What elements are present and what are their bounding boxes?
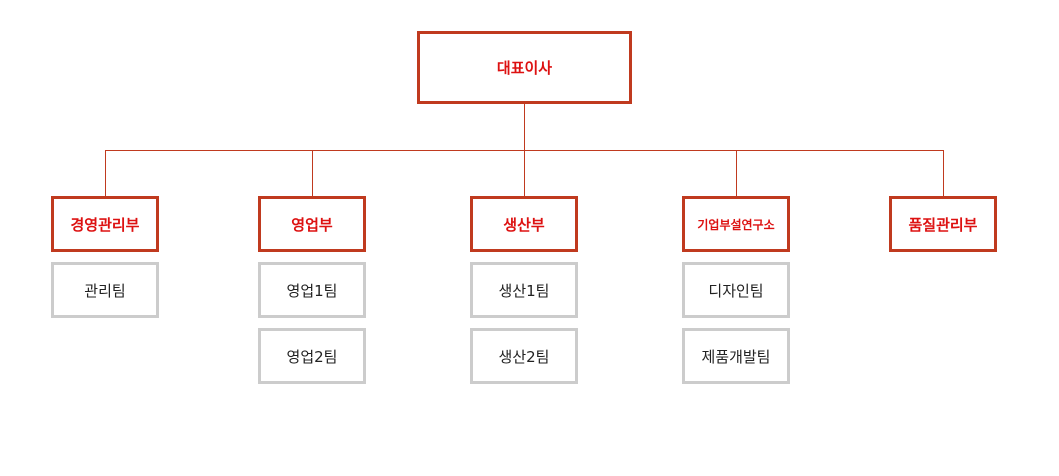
ceo-connector [524, 104, 525, 150]
dept-connector-5 [943, 150, 944, 196]
ceo-box: 대표이사 [417, 31, 632, 104]
dept-label: 생산부 [503, 215, 545, 234]
team-box: 영업2팀 [258, 328, 366, 384]
dept-quality: 품질관리부 [889, 196, 997, 252]
dept-research: 기업부설연구소 [682, 196, 790, 252]
dept-sales: 영업부 [258, 196, 366, 252]
team-box: 제품개발팀 [682, 328, 790, 384]
dept-label: 품질관리부 [908, 215, 978, 234]
dept-connector-4 [736, 150, 737, 196]
team-box: 영업1팀 [258, 262, 366, 318]
team-label: 디자인팀 [708, 281, 764, 300]
team-label: 생산1팀 [498, 281, 550, 300]
dept-management: 경영관리부 [51, 196, 159, 252]
team-label: 생산2팀 [498, 347, 550, 366]
team-label: 영업1팀 [286, 281, 338, 300]
team-box: 생산1팀 [470, 262, 578, 318]
dept-label: 영업부 [291, 215, 333, 234]
dept-production: 생산부 [470, 196, 578, 252]
team-label: 영업2팀 [286, 347, 338, 366]
team-box: 디자인팀 [682, 262, 790, 318]
ceo-label: 대표이사 [496, 59, 553, 77]
dept-label: 경영관리부 [70, 215, 140, 234]
team-label: 제품개발팀 [701, 347, 771, 366]
dept-label: 기업부설연구소 [697, 217, 775, 232]
dept-connector-1 [105, 150, 106, 196]
team-box: 생산2팀 [470, 328, 578, 384]
dept-connector-2 [312, 150, 313, 196]
dept-connector-3 [524, 150, 525, 196]
team-label: 관리팀 [84, 281, 126, 300]
team-box: 관리팀 [51, 262, 159, 318]
